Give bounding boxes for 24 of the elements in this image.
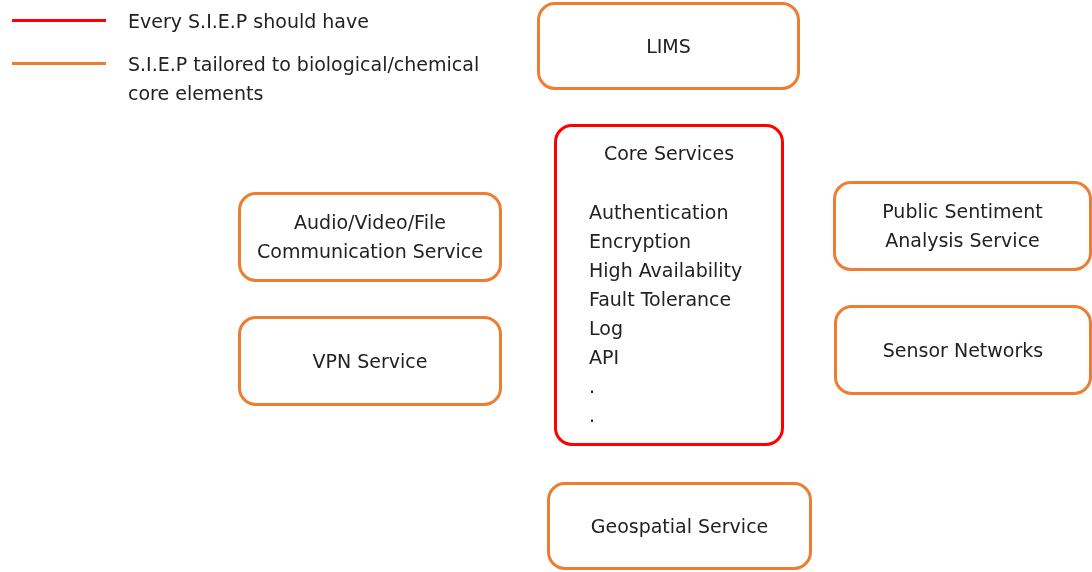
list-item: .: [589, 403, 597, 428]
service-box: [238, 192, 502, 282]
box-label: VPN Service: [312, 348, 428, 374]
box-label: LIMS: [646, 33, 691, 59]
service-box: [554, 124, 784, 446]
box-heading: Core Services: [603, 141, 735, 166]
list-item: .: [589, 374, 597, 399]
list-item: Authentication: [589, 200, 730, 225]
box-label: Sensor Networks: [882, 337, 1044, 363]
service-box: [833, 181, 1092, 271]
box-label: Public Sentiment Analysis Service: [881, 199, 1044, 253]
list-item: High Availability: [589, 258, 743, 283]
box-label: Geospatial Service: [590, 513, 769, 539]
service-box: [547, 482, 812, 570]
list-item: Encryption: [589, 229, 692, 254]
list-item: Fault Tolerance: [589, 287, 733, 312]
list-item: Log: [589, 316, 624, 341]
legend-label: S.I.E.P tailored to biological/chemical core elements: [128, 52, 481, 106]
service-box: [834, 305, 1092, 395]
service-box: [537, 2, 800, 90]
service-box: [238, 316, 502, 406]
legend-label: Every S.I.E.P should have: [128, 9, 370, 34]
box-label: Audio/Video/File Communication Service: [256, 210, 484, 264]
list-item: API: [589, 345, 621, 370]
